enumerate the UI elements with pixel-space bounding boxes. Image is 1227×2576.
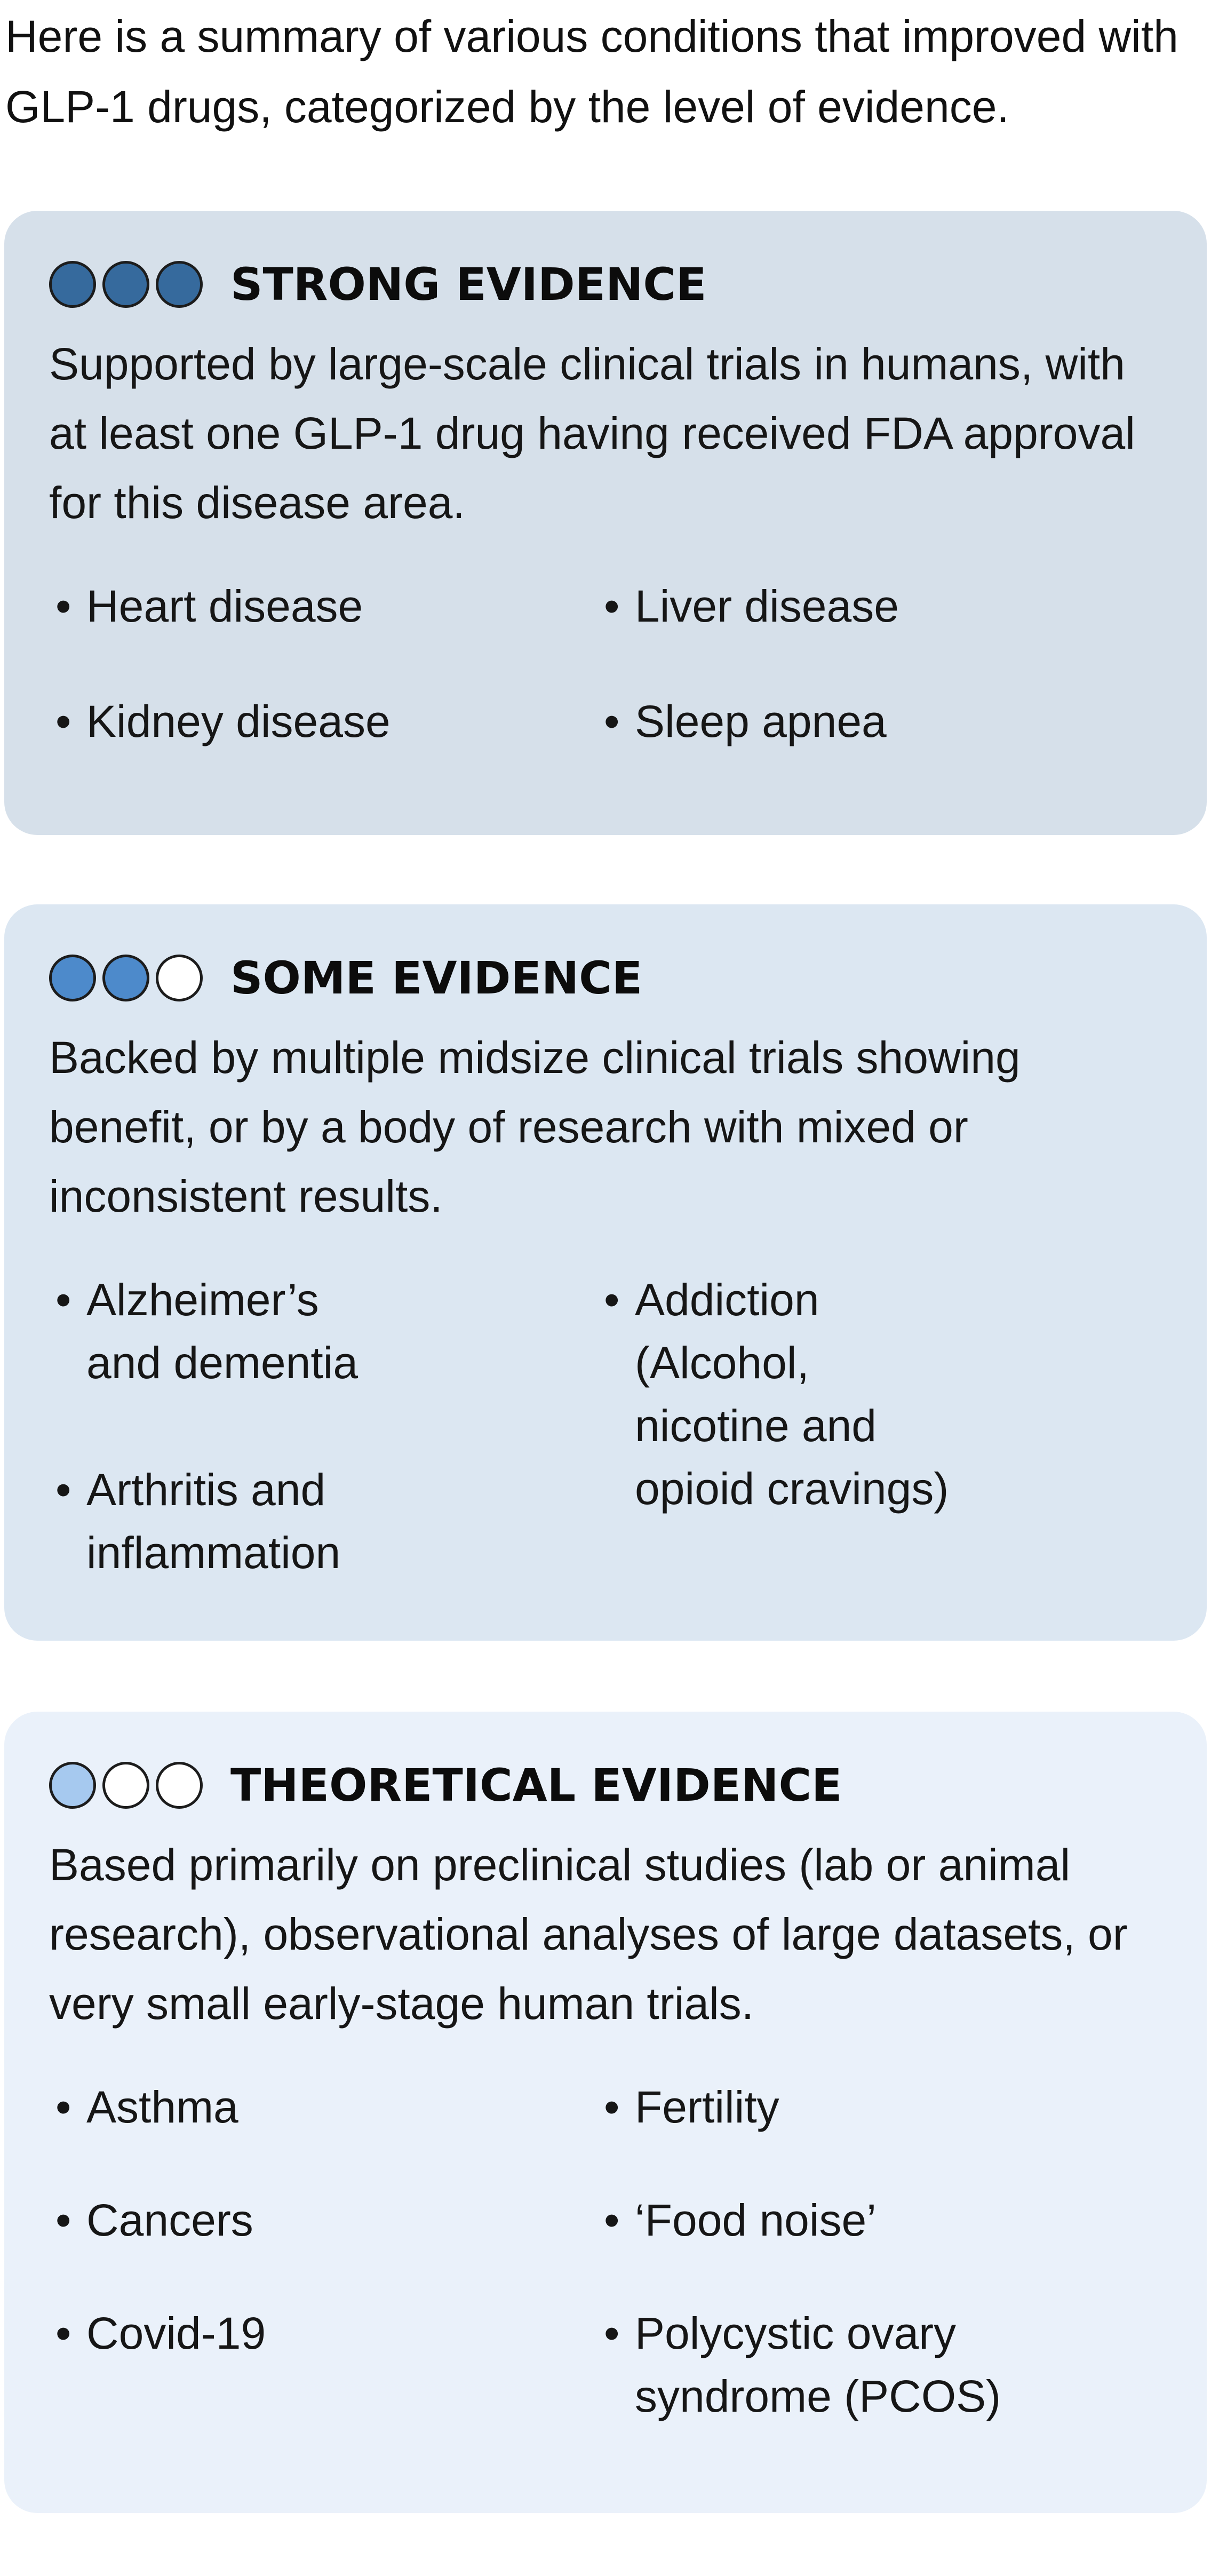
empty-circle-icon: [156, 955, 203, 1001]
list-item: • Polycystic ovary syndrome (PCOS): [597, 2302, 1001, 2428]
section-description: Supported by large-scale clinical trials…: [49, 339, 1135, 528]
evidence-level-indicator: [49, 955, 203, 1001]
bullet-icon: •: [604, 2195, 620, 2245]
list-item: • Fertility: [597, 2076, 779, 2138]
bullet-icon: •: [55, 1275, 71, 1325]
list-item: • Asthma: [49, 2076, 238, 2138]
section-title: THEORETICAL EVIDENCE: [230, 1759, 842, 1811]
list-item-text: ‘Food noise’: [635, 2195, 877, 2245]
list-item-text: Cancers: [86, 2195, 253, 2245]
intro-text: Here is a summary of various conditions …: [5, 11, 1178, 132]
list-item-text: Liver disease: [635, 581, 899, 631]
some-evidence-card: SOME EVIDENCE Backed by multiple midsize…: [4, 904, 1207, 1641]
theoretical-evidence-card: THEORETICAL EVIDENCE Based primarily on …: [4, 1712, 1207, 2513]
bullet-icon: •: [604, 696, 620, 746]
filled-circle-icon: [49, 261, 96, 308]
some-evidence-header: SOME EVIDENCE: [49, 948, 642, 1008]
filled-circle-icon: [102, 955, 149, 1001]
list-item-text: Covid-19: [86, 2308, 266, 2358]
bullet-icon: •: [55, 581, 71, 631]
bullet-icon: •: [55, 1465, 71, 1515]
filled-circle-icon: [49, 955, 96, 1001]
bullet-icon: •: [55, 2195, 71, 2245]
bullet-icon: •: [55, 696, 71, 746]
list-item: • Alzheimer’s and dementia: [49, 1268, 358, 1394]
bullet-icon: •: [604, 581, 620, 631]
list-item: • Addiction (Alcohol, nicotine and opioi…: [597, 1268, 949, 1520]
list-item: • Kidney disease: [49, 690, 391, 753]
list-item-text: Fertility: [635, 2082, 779, 2132]
list-item: • Heart disease: [49, 575, 363, 638]
evidence-level-indicator: [49, 1762, 203, 1809]
list-item: • Cancers: [49, 2189, 253, 2252]
bullet-icon: •: [55, 2308, 71, 2358]
list-item-text: Arthritis and inflammation: [86, 1465, 341, 1578]
list-item: • ‘Food noise’: [597, 2189, 877, 2252]
list-item: • Arthritis and inflammation: [49, 1458, 340, 1584]
filled-circle-icon: [156, 261, 203, 308]
bullet-icon: •: [604, 2082, 620, 2132]
list-item: • Liver disease: [597, 575, 899, 638]
strong-evidence-header: STRONG EVIDENCE: [49, 255, 706, 314]
list-item-text: Polycystic ovary syndrome (PCOS): [635, 2308, 1001, 2421]
section-title: STRONG EVIDENCE: [230, 258, 707, 311]
list-item-text: Heart disease: [86, 581, 363, 631]
section-title: SOME EVIDENCE: [230, 952, 643, 1004]
theoretical-evidence-header: THEORETICAL EVIDENCE: [49, 1755, 842, 1815]
bullet-icon: •: [55, 2082, 71, 2132]
section-description: Based primarily on preclinical studies (…: [49, 1840, 1128, 2029]
filled-circle-icon: [49, 1762, 96, 1809]
list-item-text: Sleep apnea: [635, 696, 887, 746]
bullet-icon: •: [604, 1275, 620, 1325]
list-item: • Covid-19: [49, 2302, 266, 2365]
empty-circle-icon: [102, 1762, 149, 1809]
list-item-text: Alzheimer’s and dementia: [86, 1275, 358, 1388]
list-item-text: Asthma: [86, 2082, 238, 2132]
list-item: • Sleep apnea: [597, 690, 887, 753]
bullet-icon: •: [604, 2308, 620, 2358]
strong-evidence-card: STRONG EVIDENCE Supported by large-scale…: [4, 211, 1207, 835]
filled-circle-icon: [102, 261, 149, 308]
list-item-text: Addiction (Alcohol, nicotine and opioid …: [635, 1275, 949, 1514]
section-description: Backed by multiple midsize clinical tria…: [49, 1032, 1021, 1221]
empty-circle-icon: [156, 1762, 203, 1809]
list-item-text: Kidney disease: [86, 696, 391, 746]
evidence-level-indicator: [49, 261, 203, 308]
